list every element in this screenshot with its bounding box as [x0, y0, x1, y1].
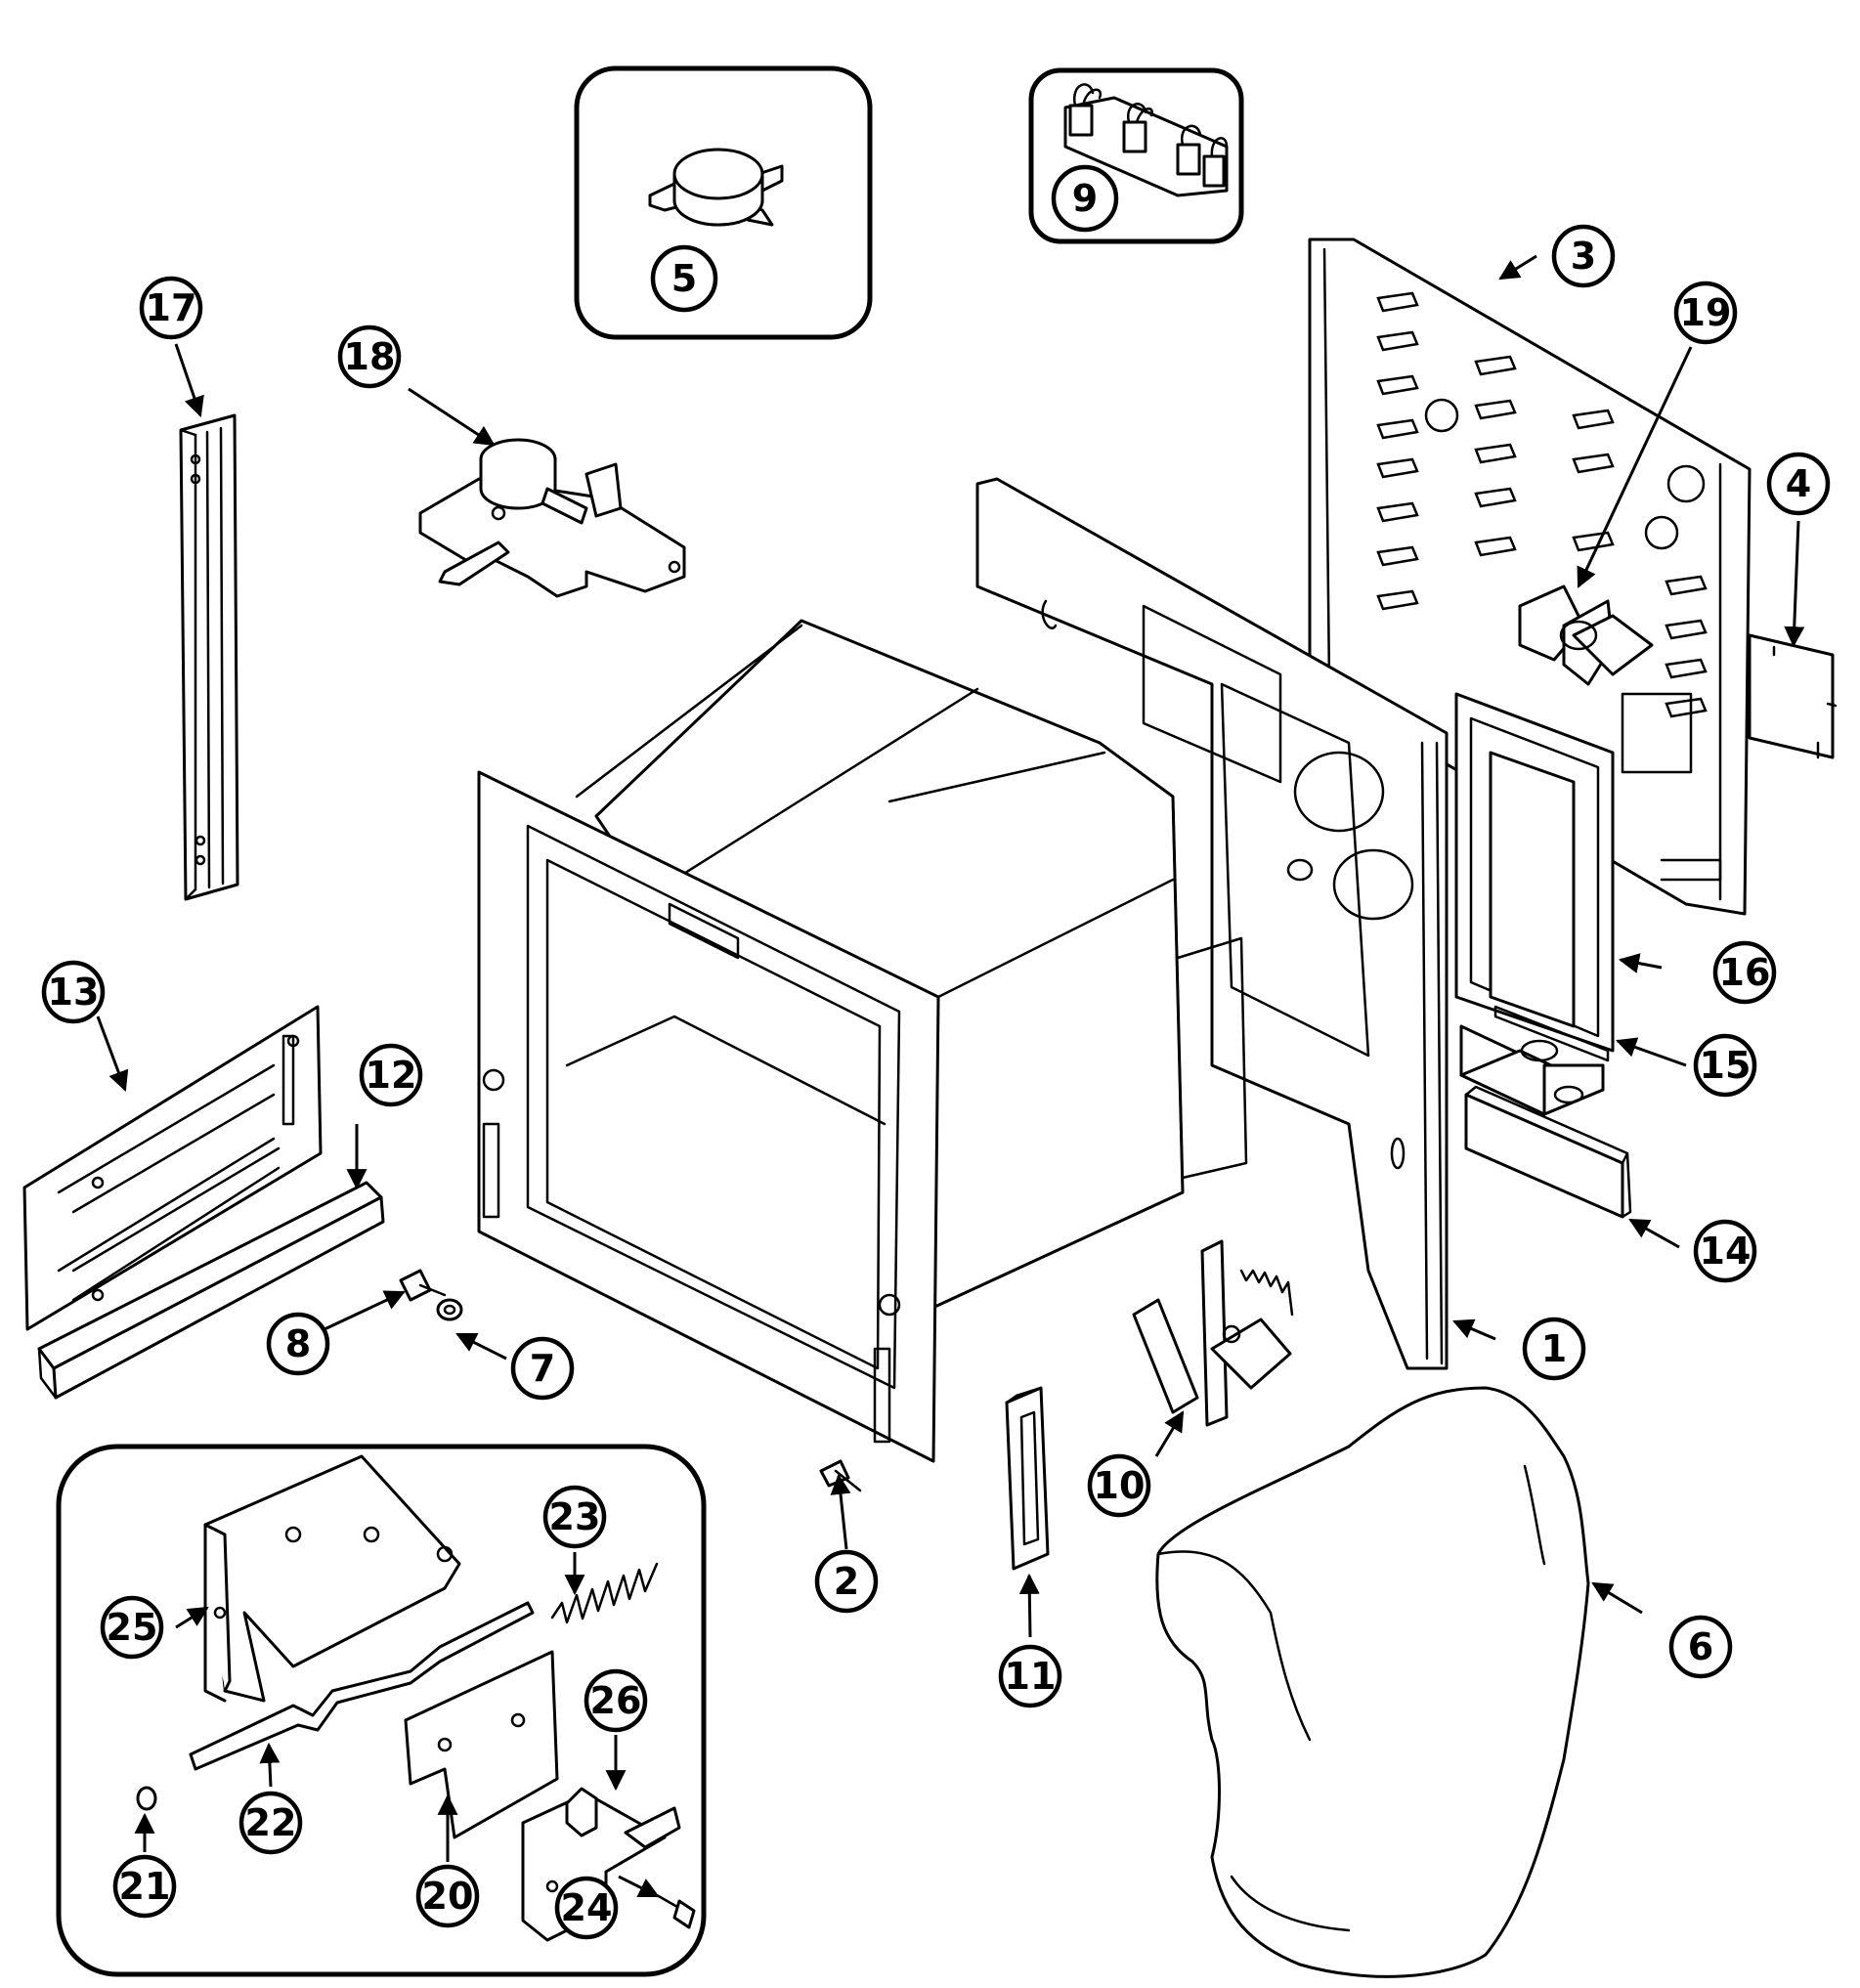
part-12-angle-strip — [37, 1181, 385, 1400]
callout-16: 16 — [1712, 940, 1777, 1005]
svg-text:26: 26 — [590, 1679, 642, 1722]
svg-text:22: 22 — [245, 1801, 297, 1844]
svg-text:15: 15 — [1700, 1044, 1752, 1087]
svg-text:3: 3 — [1571, 235, 1596, 278]
callout-8: 8 — [266, 1312, 330, 1376]
part-6-insulation — [1155, 1386, 1590, 1978]
svg-text:5: 5 — [671, 257, 697, 300]
callout-21: 21 — [112, 1854, 177, 1919]
svg-text:7: 7 — [530, 1347, 555, 1390]
svg-text:9: 9 — [1072, 177, 1098, 220]
part-21-clip — [136, 1786, 157, 1811]
callout-4: 4 — [1766, 452, 1831, 516]
part-14-lower-rail — [1464, 1085, 1632, 1219]
svg-text:6: 6 — [1688, 1625, 1713, 1668]
part-9-terminal-block — [1063, 83, 1229, 197]
svg-text:12: 12 — [366, 1054, 417, 1097]
svg-text:4: 4 — [1786, 462, 1811, 505]
callout-17: 17 — [139, 276, 203, 340]
svg-text:25: 25 — [107, 1606, 158, 1649]
svg-text:11: 11 — [1005, 1655, 1057, 1698]
part-25-latch-bracket — [203, 1454, 461, 1703]
callout-23: 23 — [542, 1485, 607, 1549]
callout-19: 19 — [1673, 281, 1738, 345]
callout-15: 15 — [1693, 1033, 1757, 1098]
oven-cavity — [477, 619, 1248, 1463]
callout-20: 20 — [415, 1864, 480, 1928]
leader-lines — [96, 254, 1805, 1898]
svg-text:2: 2 — [834, 1560, 859, 1603]
svg-text:1: 1 — [1541, 1327, 1567, 1370]
callout-6: 6 — [1668, 1615, 1733, 1679]
part-8-screw — [399, 1269, 447, 1302]
callout-12: 12 — [359, 1043, 423, 1107]
part-23-spring — [550, 1562, 659, 1624]
svg-text:8: 8 — [285, 1322, 311, 1365]
part-5-thermostat — [648, 148, 784, 227]
callout-26: 26 — [584, 1668, 648, 1733]
inset-box-latch-assembly — [56, 1444, 707, 1977]
part-7-nut — [436, 1298, 463, 1321]
svg-text:13: 13 — [48, 971, 100, 1014]
svg-text:17: 17 — [146, 286, 197, 329]
svg-text:24: 24 — [561, 1886, 613, 1929]
part-4-cover-plate — [1748, 633, 1838, 759]
svg-text:23: 23 — [549, 1495, 601, 1538]
callout-7: 7 — [510, 1336, 575, 1401]
part-1-side-panel — [975, 477, 1449, 1370]
svg-text:20: 20 — [422, 1875, 474, 1918]
inset-box-thermostat — [574, 65, 873, 340]
callout-24: 24 — [554, 1876, 619, 1940]
svg-text:14: 14 — [1700, 1230, 1752, 1273]
callout-25: 25 — [100, 1595, 164, 1660]
callout-5: 5 — [650, 244, 718, 313]
part-17-side-channel — [179, 413, 239, 901]
callout-1: 1 — [1522, 1317, 1586, 1381]
callout-3: 3 — [1551, 224, 1616, 288]
part-13-lower-panel — [22, 1005, 323, 1331]
part-11-hinge-receiver — [1005, 1386, 1050, 1571]
part-19-convection-fan — [1518, 584, 1654, 686]
svg-text:10: 10 — [1094, 1464, 1146, 1507]
part-18-latch-motor-assembly — [418, 438, 686, 598]
callout-18: 18 — [337, 324, 402, 389]
part-20-insulator-plate — [404, 1650, 559, 1839]
part-15-mounting-bracket — [1459, 1024, 1605, 1116]
callout-13: 13 — [41, 960, 106, 1024]
callout-11: 11 — [998, 1644, 1062, 1708]
callout-14: 14 — [1693, 1219, 1757, 1283]
part-22-latch-rod — [189, 1601, 535, 1771]
callout-22: 22 — [238, 1791, 303, 1855]
part-24-screw — [648, 1889, 696, 1929]
svg-text:21: 21 — [119, 1865, 171, 1908]
callout-10: 10 — [1087, 1453, 1151, 1518]
part-10-door-hinge — [1132, 1239, 1294, 1427]
svg-text:18: 18 — [344, 335, 396, 378]
svg-text:19: 19 — [1680, 291, 1732, 334]
callout-9: 9 — [1051, 164, 1119, 233]
svg-text:16: 16 — [1719, 951, 1771, 994]
part-16-duct-housing — [1454, 692, 1615, 1062]
callout-2: 2 — [814, 1549, 879, 1614]
